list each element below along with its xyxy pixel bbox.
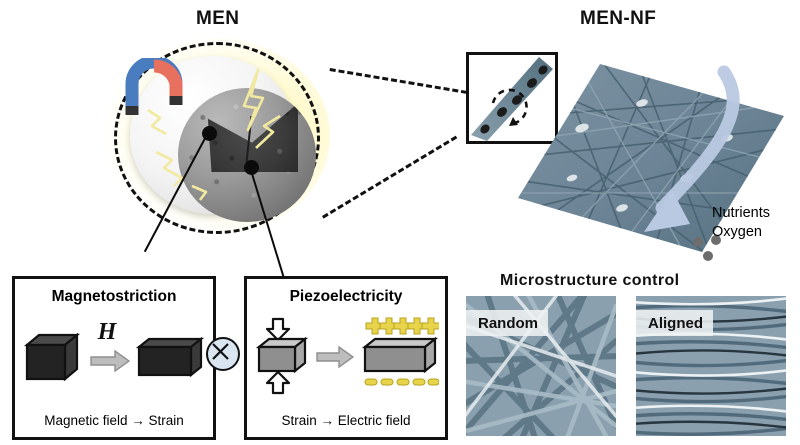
mennf-title: MEN-NF (580, 8, 657, 29)
particle-piezo-shell (178, 88, 316, 222)
microstructure-panel-aligned: Aligned (636, 296, 786, 436)
nutrient-particles-icon (693, 235, 721, 261)
nanoparticle-embedded-fiber-icon (471, 57, 553, 141)
piezoelectricity-caption: Strain → Electric field (281, 413, 411, 428)
x-glyph-icon (212, 343, 229, 360)
nutrients-oxygen-label: Nutrients Oxygen (712, 204, 770, 242)
shell-callout-dot (244, 160, 259, 175)
magnetostriction-panel: Magnetostriction H (12, 276, 216, 440)
random-label: Random (466, 310, 548, 336)
magnetostriction-title: Magnetostriction (51, 288, 177, 305)
magnetostriction-cubes-icon: H (23, 319, 205, 382)
microstructure-title: Microstructure control (500, 272, 680, 289)
zoom-connector-bottom (322, 135, 458, 219)
oxygen-line: Oxygen (712, 224, 762, 240)
magnetostriction-caption: Magnetic field → Strain (44, 413, 184, 428)
nutrients-line: Nutrients (712, 205, 771, 221)
men-nanofiber-scaffold (512, 58, 792, 258)
zoom-connector-top (329, 68, 476, 96)
fiber-inset-box (466, 52, 558, 144)
multiply-operator (206, 337, 240, 371)
piezoelectricity-panel: Piezoelectricity (244, 276, 448, 440)
men-nanoparticle-illustration (96, 36, 336, 236)
men-title: MEN (196, 8, 240, 29)
piezoelectricity-diagram (247, 317, 445, 395)
microstructure-panel-random: Random (466, 296, 616, 436)
aligned-label: Aligned (636, 310, 713, 336)
magnetostriction-diagram: H (15, 317, 213, 395)
scaffold-mesh-icon (518, 64, 784, 252)
piezoelectricity-title: Piezoelectricity (289, 288, 403, 305)
piezoelectricity-cubes-icon (255, 317, 441, 395)
svg-text:H: H (97, 319, 118, 345)
dashed-boundary-circle (114, 42, 320, 234)
horseshoe-magnet-icon (125, 58, 183, 115)
